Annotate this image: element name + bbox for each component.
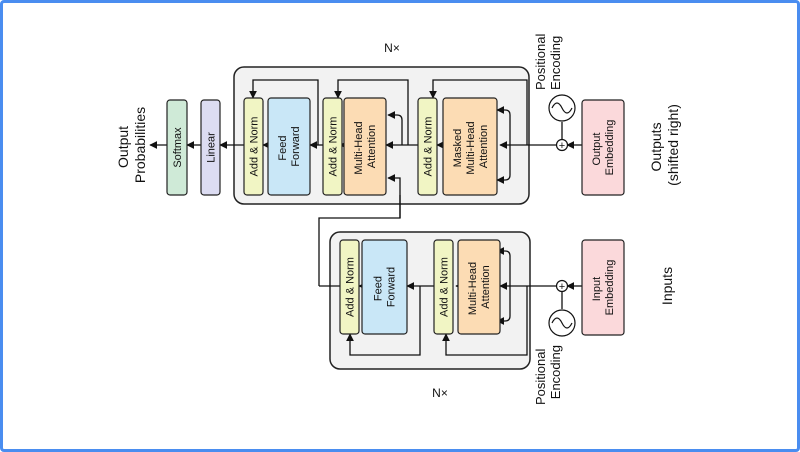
decoder-add-norm-1: Add & Norm xyxy=(417,97,438,196)
encoder-repeat-label: N× xyxy=(432,386,448,400)
output-embedding-block: Output Embedding xyxy=(581,99,625,196)
input-embedding-block: Input Embedding xyxy=(581,239,625,336)
decoder-add-norm-3-label: Add & Norm xyxy=(249,117,261,177)
encoder-feed-forward: Feed Forward xyxy=(361,239,408,335)
encoder-add-norm-1: Add & Norm xyxy=(433,239,454,335)
decoder-masked-attention-label: Masked Multi-Head Attention xyxy=(452,118,490,174)
encoder-plus-symbol: + xyxy=(559,281,565,293)
decoder-plus-node: + xyxy=(555,138,569,152)
softmax-label: Softmax xyxy=(172,127,184,168)
encoder-feed-forward-label: Feed Forward xyxy=(373,267,398,307)
encoder-self-attention-label: Multi-Head Attention xyxy=(467,259,492,315)
decoder-feed-forward: Feed Forward xyxy=(267,97,311,196)
encoder-add-norm-2: Add & Norm xyxy=(339,239,360,335)
decoder-cross-attention-label: Multi-Head Attention xyxy=(353,118,378,174)
encoder-plus-node: + xyxy=(555,279,569,293)
encoder-add-norm-2-label: Add & Norm xyxy=(345,257,357,317)
encoder-positional-encoding-label: Positional Encoding xyxy=(533,345,563,405)
input-embedding-label: Input Embedding xyxy=(591,260,616,316)
encoder-add-norm-1-label: Add & Norm xyxy=(439,257,451,317)
outputs-label: Outputs (shifted right) xyxy=(648,104,681,186)
decoder-add-norm-1-label: Add & Norm xyxy=(423,117,435,177)
decoder-add-norm-3: Add & Norm xyxy=(243,97,264,196)
decoder-positional-encoding-icon xyxy=(548,94,576,122)
decoder-cross-attention: Multi-Head Attention xyxy=(343,97,387,196)
decoder-positional-encoding-label: Positional Encoding xyxy=(533,30,563,90)
decoder-feed-forward-label: Feed Forward xyxy=(277,126,302,166)
decoder-add-norm-2-label: Add & Norm xyxy=(328,117,340,177)
inputs-label: Inputs xyxy=(659,267,675,305)
softmax-block: Softmax xyxy=(166,99,188,196)
encoder-positional-encoding-icon xyxy=(548,309,576,337)
connection-lines xyxy=(149,79,582,356)
decoder-plus-symbol: + xyxy=(559,140,565,152)
decoder-add-norm-2: Add & Norm xyxy=(322,97,343,196)
decoder-repeat-label: N× xyxy=(384,41,400,55)
linear-block: Linear xyxy=(200,99,221,196)
encoder-self-attention: Multi-Head Attention xyxy=(457,239,501,335)
output-embedding-label: Output Embedding xyxy=(591,120,616,176)
decoder-masked-attention: Masked Multi-Head Attention xyxy=(442,97,498,196)
output-probabilities-label: Output Probabilities xyxy=(115,107,148,183)
linear-label: Linear xyxy=(206,132,218,163)
